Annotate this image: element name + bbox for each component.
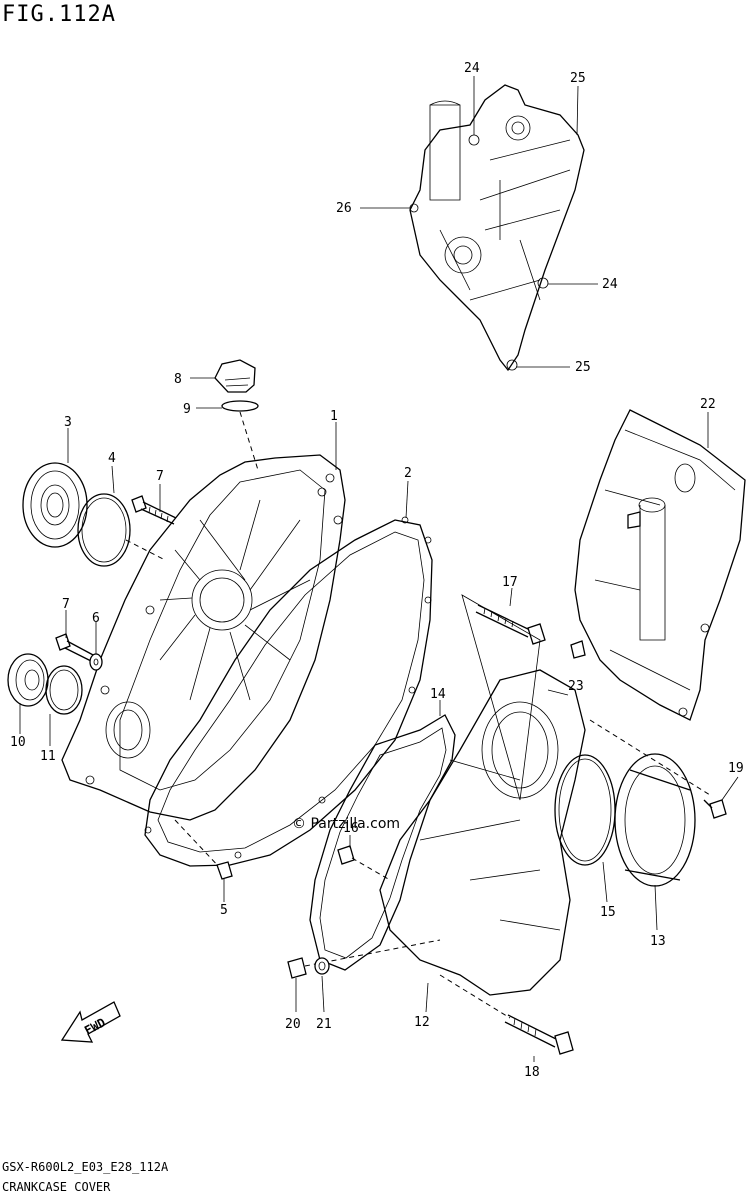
callout-23: 23 <box>568 679 584 694</box>
callout-16: 16 <box>343 821 359 836</box>
callout-17: 17 <box>502 575 518 590</box>
callout-7b: 7 <box>62 597 70 612</box>
cover-13 <box>589 719 711 887</box>
watermark: © Partzilla.com <box>292 816 401 832</box>
dowel-pin-5 <box>174 819 233 880</box>
callout-13: 13 <box>650 934 666 949</box>
figure-caption: CRANKCASE COVER <box>2 1180 111 1194</box>
o-ring-4 <box>77 493 166 567</box>
callout-12: 12 <box>414 1015 430 1030</box>
callout-10: 10 <box>10 735 26 750</box>
oil-filler-cap <box>214 359 259 471</box>
oil-seal-10 <box>7 653 49 707</box>
callout-26: 26 <box>336 201 352 216</box>
gasket-2 <box>144 516 433 867</box>
callout-8: 8 <box>174 372 182 387</box>
bolt-17 <box>475 604 546 645</box>
callout-25a: 25 <box>570 71 586 86</box>
callout-1: 1 <box>330 409 338 424</box>
callout-24a: 24 <box>464 61 480 76</box>
oil-seal-3 <box>22 462 88 548</box>
callout-14: 14 <box>430 687 446 702</box>
o-ring-11 <box>45 665 83 715</box>
callout-2: 2 <box>404 466 412 481</box>
callout-3: 3 <box>64 415 72 430</box>
callout-15: 15 <box>600 905 616 920</box>
bolt-7-lower <box>55 633 103 671</box>
bolt-19 <box>703 799 727 819</box>
callout-24b: 24 <box>602 277 618 292</box>
o-ring-15 <box>554 754 616 866</box>
crankcase-cover-1 <box>61 454 346 821</box>
callout-19: 19 <box>728 761 744 776</box>
leader-lines <box>19 76 739 1062</box>
washer-21 <box>314 957 330 975</box>
gasket-14 <box>309 714 456 971</box>
bolt-7-upper <box>131 495 177 525</box>
callout-20: 20 <box>285 1017 301 1032</box>
callout-11: 11 <box>40 749 56 764</box>
callout-22: 22 <box>700 397 716 412</box>
bolt-20 <box>287 939 441 979</box>
callout-18: 18 <box>524 1065 540 1080</box>
cover-22 <box>570 409 746 721</box>
callout-4: 4 <box>108 451 116 466</box>
callout-6: 6 <box>92 611 100 626</box>
callout-25b: 25 <box>575 360 591 375</box>
callout-9: 9 <box>183 402 191 417</box>
fwd-arrow-icon: FWD <box>60 1001 121 1043</box>
callout-labels: 24 25 26 24 25 8 9 1 3 4 7 2 22 17 7 6 2… <box>10 61 744 1080</box>
upper-cover-plate <box>409 84 585 372</box>
bolt-18 <box>439 974 574 1055</box>
callout-21: 21 <box>316 1017 332 1032</box>
figure-title: FIG.112A <box>2 2 116 27</box>
callout-7a: 7 <box>156 469 164 484</box>
figure-code: GSX-R600L2_E03_E28_112A <box>2 1160 169 1174</box>
callout-5: 5 <box>220 903 228 918</box>
generator-cover-12 <box>337 594 586 996</box>
